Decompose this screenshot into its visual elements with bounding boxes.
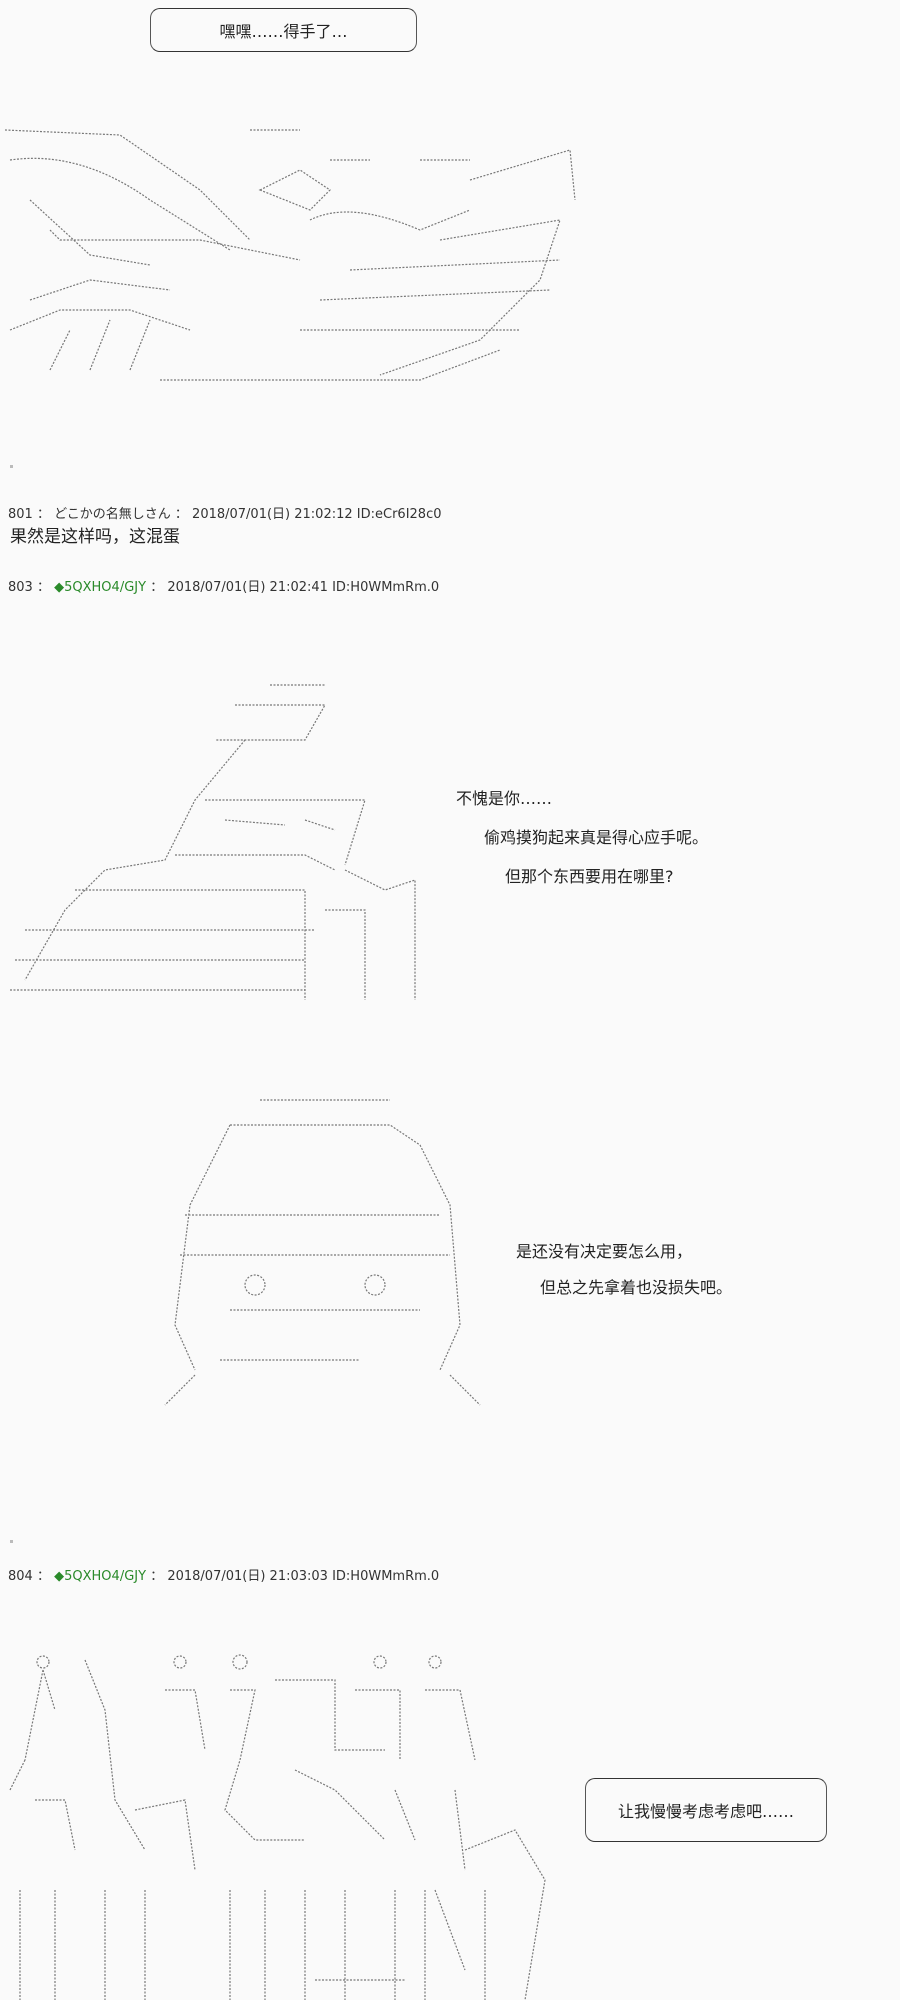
dialogue-line: 不愧是你…… bbox=[456, 789, 553, 808]
separator: ： bbox=[36, 507, 50, 522]
post-id: ID:H0WMmRm.0 bbox=[332, 580, 440, 595]
post-body: 果然是这样吗，这混蛋 bbox=[10, 527, 180, 547]
trip-diamond-icon: ◆ bbox=[54, 580, 65, 595]
post-date: 2018/07/01(日) 21:02:41 bbox=[167, 580, 328, 595]
post-id: ID:H0WMmRm.0 bbox=[332, 1569, 440, 1584]
ascii-art-round-face bbox=[164, 1099, 481, 1406]
ascii-art-crowd bbox=[9, 1654, 546, 2000]
bubble-text: 让我慢慢考虑考虑吧…… bbox=[617, 1802, 794, 1821]
poster-name: 5QXHO4/GJY bbox=[64, 580, 147, 595]
post-number: 804 bbox=[8, 1569, 33, 1584]
dialogue-line: 是还没有决定要怎么用， bbox=[516, 1242, 693, 1261]
post-date: 2018/07/01(日) 21:03:03 bbox=[167, 1569, 328, 1584]
speech-bubble: 让我慢慢考虑考虑吧…… bbox=[585, 1778, 827, 1842]
poster-name: 5QXHO4/GJY bbox=[64, 1569, 147, 1584]
post-header-801: 801 ： どこかの名無しさん ： 2018/07/01(日) 21:02:12… bbox=[8, 503, 442, 522]
post-date: 2018/07/01(日) 21:02:12 bbox=[192, 507, 353, 522]
dot bbox=[10, 1540, 13, 1543]
post-header-803: 803 ： ◆5QXHO4/GJY ： 2018/07/01(日) 21:02:… bbox=[8, 576, 439, 595]
separator: ： bbox=[36, 580, 50, 595]
bubble-text: 嘿嘿……得手了… bbox=[219, 22, 348, 41]
post-number: 803 bbox=[8, 580, 33, 595]
post-number: 801 bbox=[8, 507, 33, 522]
poster-name: どこかの名無しさん bbox=[54, 507, 171, 522]
dot bbox=[10, 465, 13, 468]
dialogue-line: 但那个东西要用在哪里? bbox=[505, 867, 674, 886]
separator: ： bbox=[150, 580, 164, 595]
dialogue-line: 但总之先拿着也没损失吧。 bbox=[540, 1278, 733, 1297]
separator: ： bbox=[150, 1569, 164, 1584]
trip-diamond-icon: ◆ bbox=[54, 1569, 65, 1584]
separator: ： bbox=[36, 1569, 50, 1584]
post-header-804: 804 ： ◆5QXHO4/GJY ： 2018/07/01(日) 21:03:… bbox=[8, 1565, 439, 1584]
speech-bubble: 嘿嘿……得手了… bbox=[150, 8, 417, 52]
post-id: ID:eCr6I28c0 bbox=[356, 507, 442, 522]
dialogue-line: 偷鸡摸狗起来真是得心应手呢。 bbox=[484, 828, 709, 847]
ascii-art-hands-grabbing bbox=[4, 129, 576, 381]
ascii-art-character-sitting bbox=[10, 684, 416, 1000]
separator: ： bbox=[174, 507, 188, 522]
